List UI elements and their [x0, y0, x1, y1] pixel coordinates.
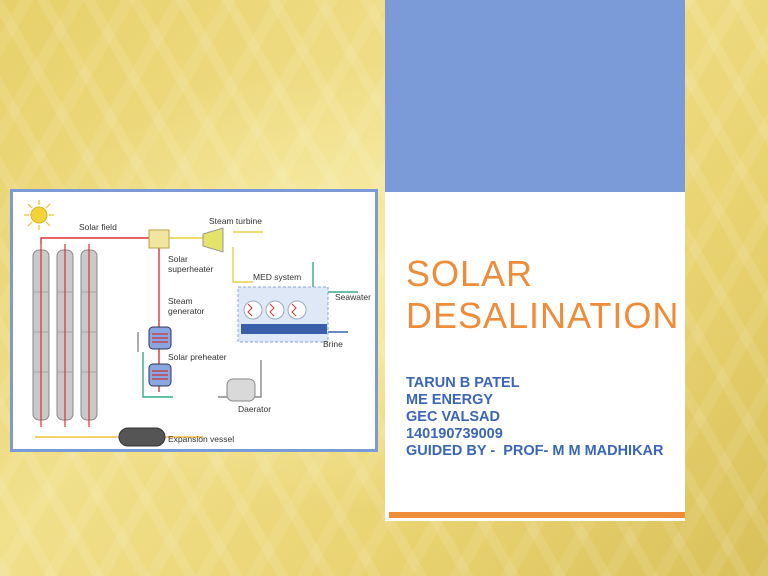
author-name: TARUN B PATEL	[406, 375, 520, 391]
superheater-box	[148, 229, 170, 249]
expansion-vessel	[118, 427, 166, 447]
author-info: TARUN B PATEL ME ENERGY GEC VALSAD 14019…	[406, 375, 686, 460]
label-med-system: MED system	[253, 272, 301, 282]
title-card	[385, 0, 685, 521]
solar-desalination-diagram: Solar field Steam turbine Solar superhea…	[10, 189, 378, 452]
guide-name: GUIDED BY - PROF- M M MADHIKAR	[406, 443, 664, 459]
label-expansion-vessel: Expansion vessel	[168, 434, 234, 444]
daerator-tank	[226, 378, 256, 402]
label-solar-superheater-2: superheater	[168, 264, 214, 274]
label-daerator: Daerator	[238, 404, 271, 414]
title-line-1: SOLAR	[406, 253, 534, 294]
label-seawater: Seawater	[335, 292, 371, 302]
card-header-band	[385, 0, 685, 192]
card-accent-bar	[389, 512, 685, 518]
med-system-box	[237, 286, 329, 343]
title-line-2: DESALINATION	[406, 295, 680, 336]
steam-turbine-icon	[202, 227, 224, 253]
label-steam-generator-1: Steam	[168, 296, 193, 306]
sun-icon	[24, 200, 54, 230]
label-solar-superheater-1: Solar	[168, 254, 188, 264]
label-brine: Brine	[323, 339, 343, 349]
author-course: ME ENERGY	[406, 392, 494, 408]
author-college: GEC VALSAD	[406, 409, 500, 425]
label-steam-turbine: Steam turbine	[209, 216, 262, 226]
label-solar-field: Solar field	[79, 222, 117, 232]
label-steam-generator-2: generator	[168, 306, 205, 316]
slide-title: SOLAR DESALINATION	[406, 253, 680, 337]
diagram-canvas: Solar field Steam turbine Solar superhea…	[24, 200, 371, 447]
label-solar-preheater: Solar preheater	[168, 352, 227, 362]
author-enrollment: 140190739009	[406, 426, 503, 442]
solar-field-collectors	[32, 244, 98, 427]
